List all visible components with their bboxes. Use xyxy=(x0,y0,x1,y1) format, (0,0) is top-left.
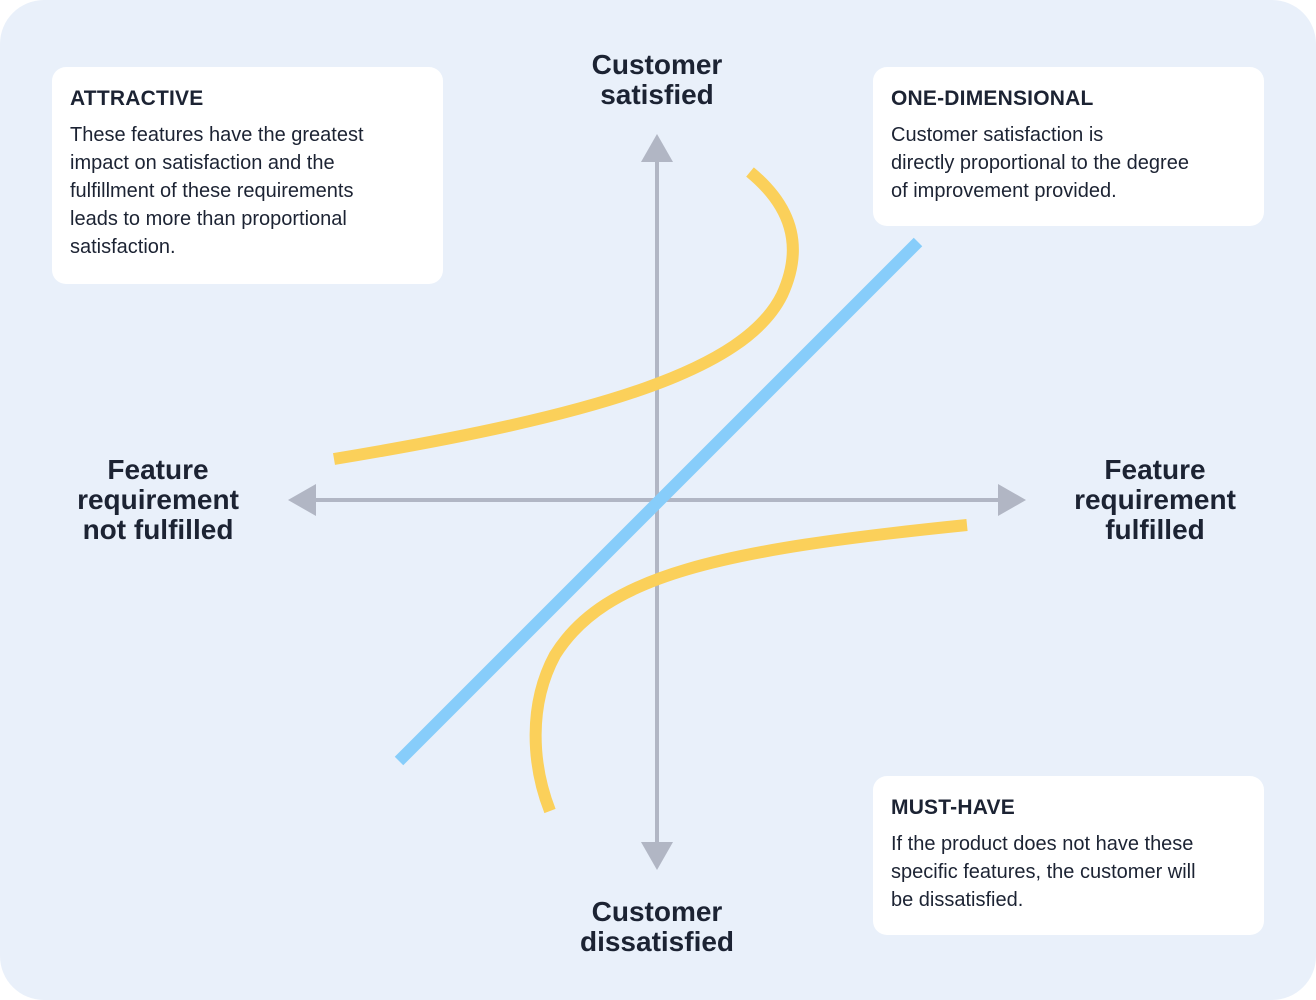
axis-arrow-left xyxy=(288,484,316,516)
attractive-card-body: These features have the greatest impact … xyxy=(70,124,364,258)
must-have-card-title: MUST-HAVE xyxy=(891,796,1015,819)
one-dimensional-card-body: Customer satisfaction is directly propor… xyxy=(891,124,1189,202)
must-have-card-body: If the product does not have these speci… xyxy=(891,833,1196,911)
axis-arrow-right xyxy=(998,484,1026,516)
one-dimensional-card: ONE-DIMENSIONAL Customer satisfaction is… xyxy=(873,67,1264,226)
axis-arrow-down xyxy=(641,842,673,870)
axis-label-left: Feature requirement not fulfilled xyxy=(77,454,239,545)
axis-label-right: Feature requirement fulfilled xyxy=(1074,454,1236,545)
one-dimensional-card-title: ONE-DIMENSIONAL xyxy=(891,87,1094,110)
attractive-card-title: ATTRACTIVE xyxy=(70,87,204,110)
attractive-card: ATTRACTIVE These features have the great… xyxy=(52,67,443,284)
axis-label-bottom: Customer dissatisfied xyxy=(579,896,735,957)
must-have-curve xyxy=(529,519,968,814)
axis-arrow-up xyxy=(641,134,673,162)
axis-label-top: Customer satisfied xyxy=(591,49,723,110)
one-dimensional-line xyxy=(394,237,923,766)
must-have-card: MUST-HAVE If the product does not have t… xyxy=(873,776,1264,935)
attractive-curve xyxy=(333,167,799,465)
